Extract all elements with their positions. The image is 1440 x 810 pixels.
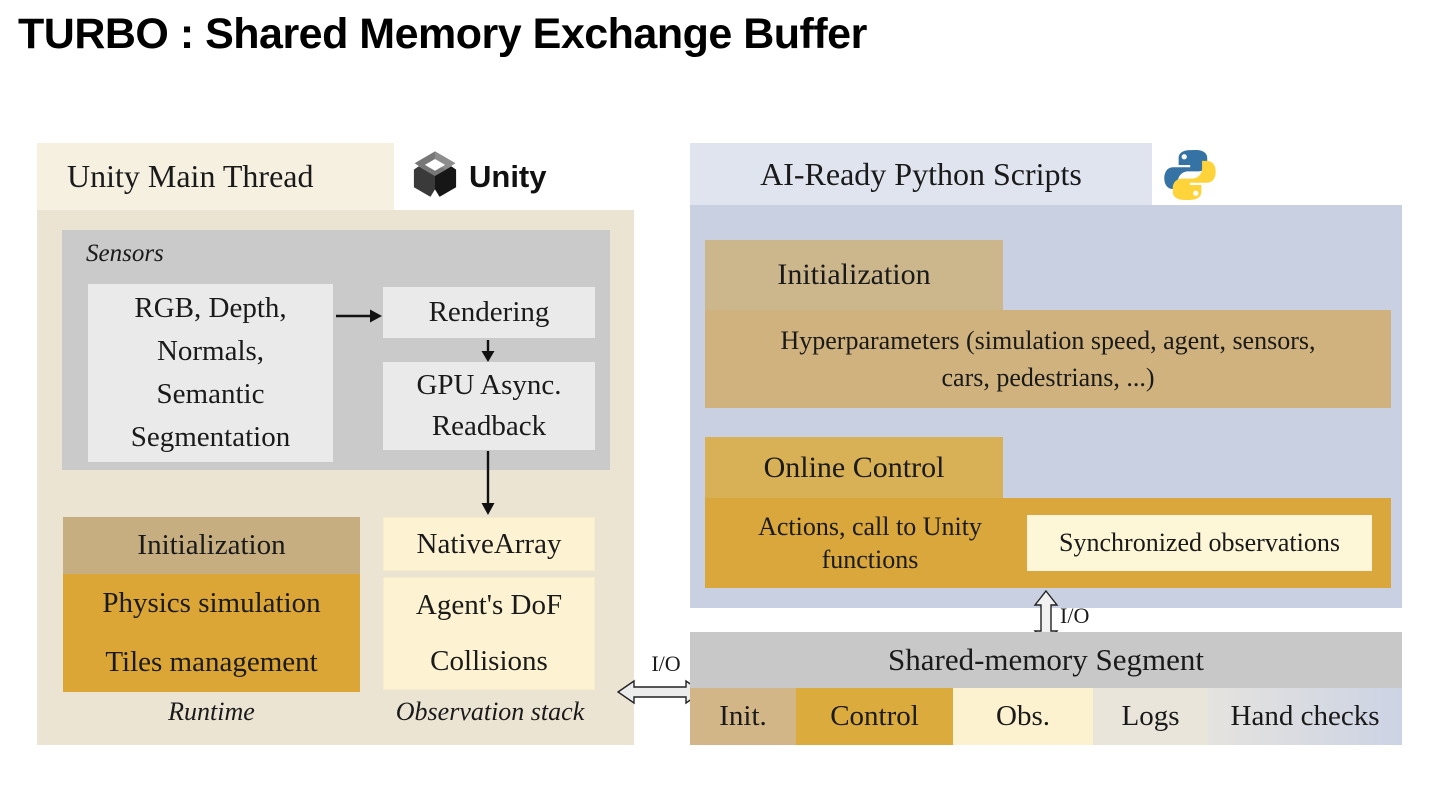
sensor-source-line: Segmentation — [130, 421, 291, 453]
actions-line: Actions, call to Unity — [758, 512, 982, 541]
segment-obs: Obs. — [953, 688, 1093, 745]
arrow-rendering-to-gpu-icon — [478, 340, 498, 367]
runtime-label: Runtime — [168, 697, 255, 726]
python-initialization-header: Initialization — [705, 240, 1003, 310]
arrow-sources-to-rendering-icon — [336, 305, 382, 332]
shared-memory-segments: Init. Control Obs. Logs Hand checks — [690, 688, 1402, 745]
segment-logs: Logs — [1093, 688, 1208, 745]
observation-stack-box: Agent's DoF Collisions — [383, 577, 595, 690]
gpu-async-readback-box: GPU Async. Readback — [383, 362, 595, 450]
synchronized-observations-box: Synchronized observations — [1027, 515, 1372, 571]
sensor-source-line: RGB, Depth, — [134, 292, 287, 324]
sensor-sources-box: RGB, Depth, Normals, Semantic Segmentati… — [88, 284, 333, 462]
online-control-header: Online Control — [705, 437, 1003, 498]
sensors-label: Sensors — [86, 240, 164, 267]
hyperparameters-box: Hyperparameters (simulation speed, agent… — [705, 310, 1391, 408]
hyperparameters-line: cars, pedestrians, ...) — [941, 363, 1155, 392]
io-label-horizontal: I/O — [651, 651, 681, 676]
unity-runtime-box: Physics simulation Tiles management — [63, 574, 360, 692]
observation-item: Agent's DoF — [415, 589, 563, 622]
unity-panel-header: Unity Main Thread — [37, 143, 394, 210]
sensor-source-line: Normals, — [156, 335, 265, 367]
hyperparameters-line: Hyperparameters (simulation speed, agent… — [780, 326, 1316, 355]
segment-init: Init. — [690, 688, 796, 745]
shared-memory-header: Shared-memory Segment — [690, 632, 1402, 688]
python-panel-header: AI-Ready Python Scripts — [690, 143, 1152, 205]
runtime-item: Tiles management — [105, 646, 318, 678]
observation-item: Collisions — [430, 644, 548, 677]
python-logo-icon — [1162, 145, 1218, 205]
runtime-item: Physics simulation — [102, 587, 321, 619]
gpu-line: Readback — [431, 410, 547, 442]
actions-line: functions — [821, 545, 919, 574]
arrow-gpu-to-nativearray-icon — [478, 451, 498, 520]
unity-initialization-box: Initialization — [63, 517, 360, 574]
rendering-box: Rendering — [383, 287, 595, 338]
native-array-box: NativeArray — [383, 517, 595, 571]
unity-logo-wordmark: Unity — [469, 159, 547, 194]
observation-stack-label: Observation stack — [395, 697, 585, 726]
unity-cube-icon — [408, 148, 462, 207]
gpu-line: GPU Async. — [416, 369, 562, 401]
segment-control: Control — [796, 688, 953, 745]
actions-label: Actions, call to Unity functions — [705, 498, 1035, 588]
sensor-source-line: Semantic — [156, 378, 265, 410]
page-title: TURBO : Shared Memory Exchange Buffer — [18, 10, 867, 58]
segment-hand-checks: Hand checks — [1208, 688, 1402, 745]
io-label-vertical: I/O — [1060, 603, 1090, 628]
unity-logo: Unity — [408, 147, 568, 207]
